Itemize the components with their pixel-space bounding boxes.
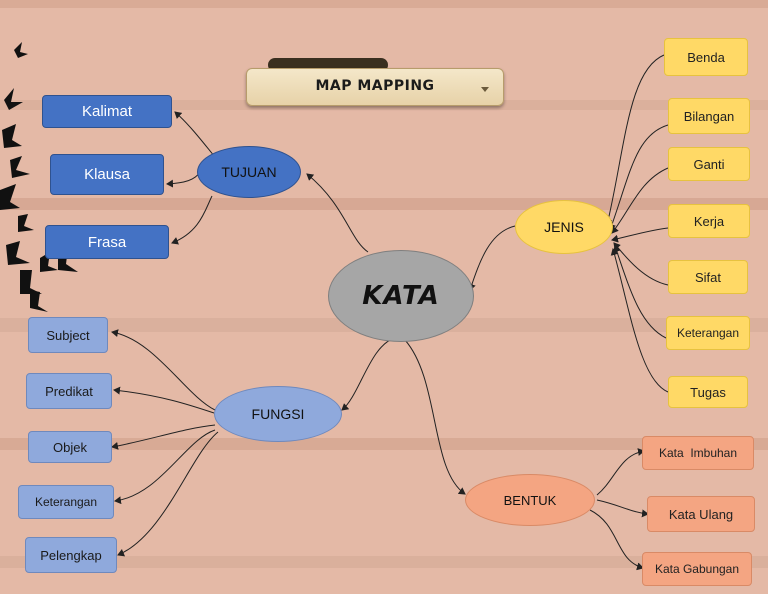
tujuan-item-label: Kalimat	[81, 103, 133, 120]
fungsi-item-label: Subject	[46, 327, 90, 343]
fungsi-item: Objek	[28, 431, 112, 463]
birds-decoration	[0, 42, 78, 312]
bentuk-item-label: Kata Gabungan	[654, 562, 740, 576]
jenis-item-label: Bilangan	[683, 108, 735, 124]
fungsi-item: Pelengkap	[25, 537, 117, 573]
chevron-down-icon	[481, 87, 489, 92]
jenis-item: Benda	[664, 38, 748, 76]
tujuan-item: Kalimat	[42, 95, 172, 128]
texture-stripe	[0, 438, 768, 450]
jenis-item: Bilangan	[668, 98, 750, 134]
jenis-item-label: Sifat	[694, 269, 721, 285]
bentuk-label: BENTUK	[503, 492, 557, 508]
jenis-item: Kerja	[668, 204, 750, 238]
tujuan-item-label: Frasa	[87, 233, 127, 251]
jenis-item: Tugas	[668, 376, 748, 408]
jenis-item: Sifat	[668, 260, 748, 294]
fungsi-item-label: Pelengkap	[40, 547, 102, 563]
tujuan-node: TUJUAN	[197, 146, 301, 198]
tujuan-item: Klausa	[50, 154, 164, 195]
jenis-item-label: Ganti	[693, 156, 725, 172]
bentuk-item: Kata Imbuhan	[642, 436, 754, 470]
fungsi-item: Subject	[28, 317, 108, 353]
fungsi-item-label: Predikat	[45, 383, 93, 399]
fungsi-item-label: Keterangan	[34, 495, 98, 509]
fungsi-label: FUNGSI	[251, 406, 305, 422]
bentuk-node: BENTUK	[465, 474, 595, 526]
tujuan-item: Frasa	[45, 225, 169, 259]
center-label: KATA	[362, 281, 440, 311]
jenis-item: Keterangan	[666, 316, 750, 350]
jenis-label: JENIS	[544, 219, 584, 235]
texture-stripe	[0, 0, 768, 8]
bentuk-item-label: Kata Imbuhan	[658, 446, 738, 460]
tujuan-label: TUJUAN	[221, 164, 277, 180]
fungsi-node: FUNGSI	[214, 386, 342, 442]
jenis-item-label: Tugas	[690, 384, 726, 400]
fungsi-item-label: Objek	[53, 439, 87, 455]
jenis-item-label: Benda	[687, 49, 725, 65]
center-node: KATA	[328, 250, 474, 342]
title-banner: MAP MAPPING	[246, 68, 504, 106]
banner-title: MAP MAPPING	[315, 78, 435, 94]
bentuk-item-label: Kata Ulang	[668, 506, 734, 522]
jenis-item-label: Kerja	[693, 213, 725, 229]
jenis-node: JENIS	[515, 200, 613, 254]
jenis-item: Ganti	[668, 147, 750, 181]
bentuk-item: Kata Ulang	[647, 496, 755, 532]
bentuk-item: Kata Gabungan	[642, 552, 752, 586]
texture-stripe	[0, 556, 768, 568]
fungsi-item: Keterangan	[18, 485, 114, 519]
tujuan-item-label: Klausa	[84, 166, 130, 183]
jenis-item-label: Keterangan	[676, 326, 740, 340]
fungsi-item: Predikat	[26, 373, 112, 409]
